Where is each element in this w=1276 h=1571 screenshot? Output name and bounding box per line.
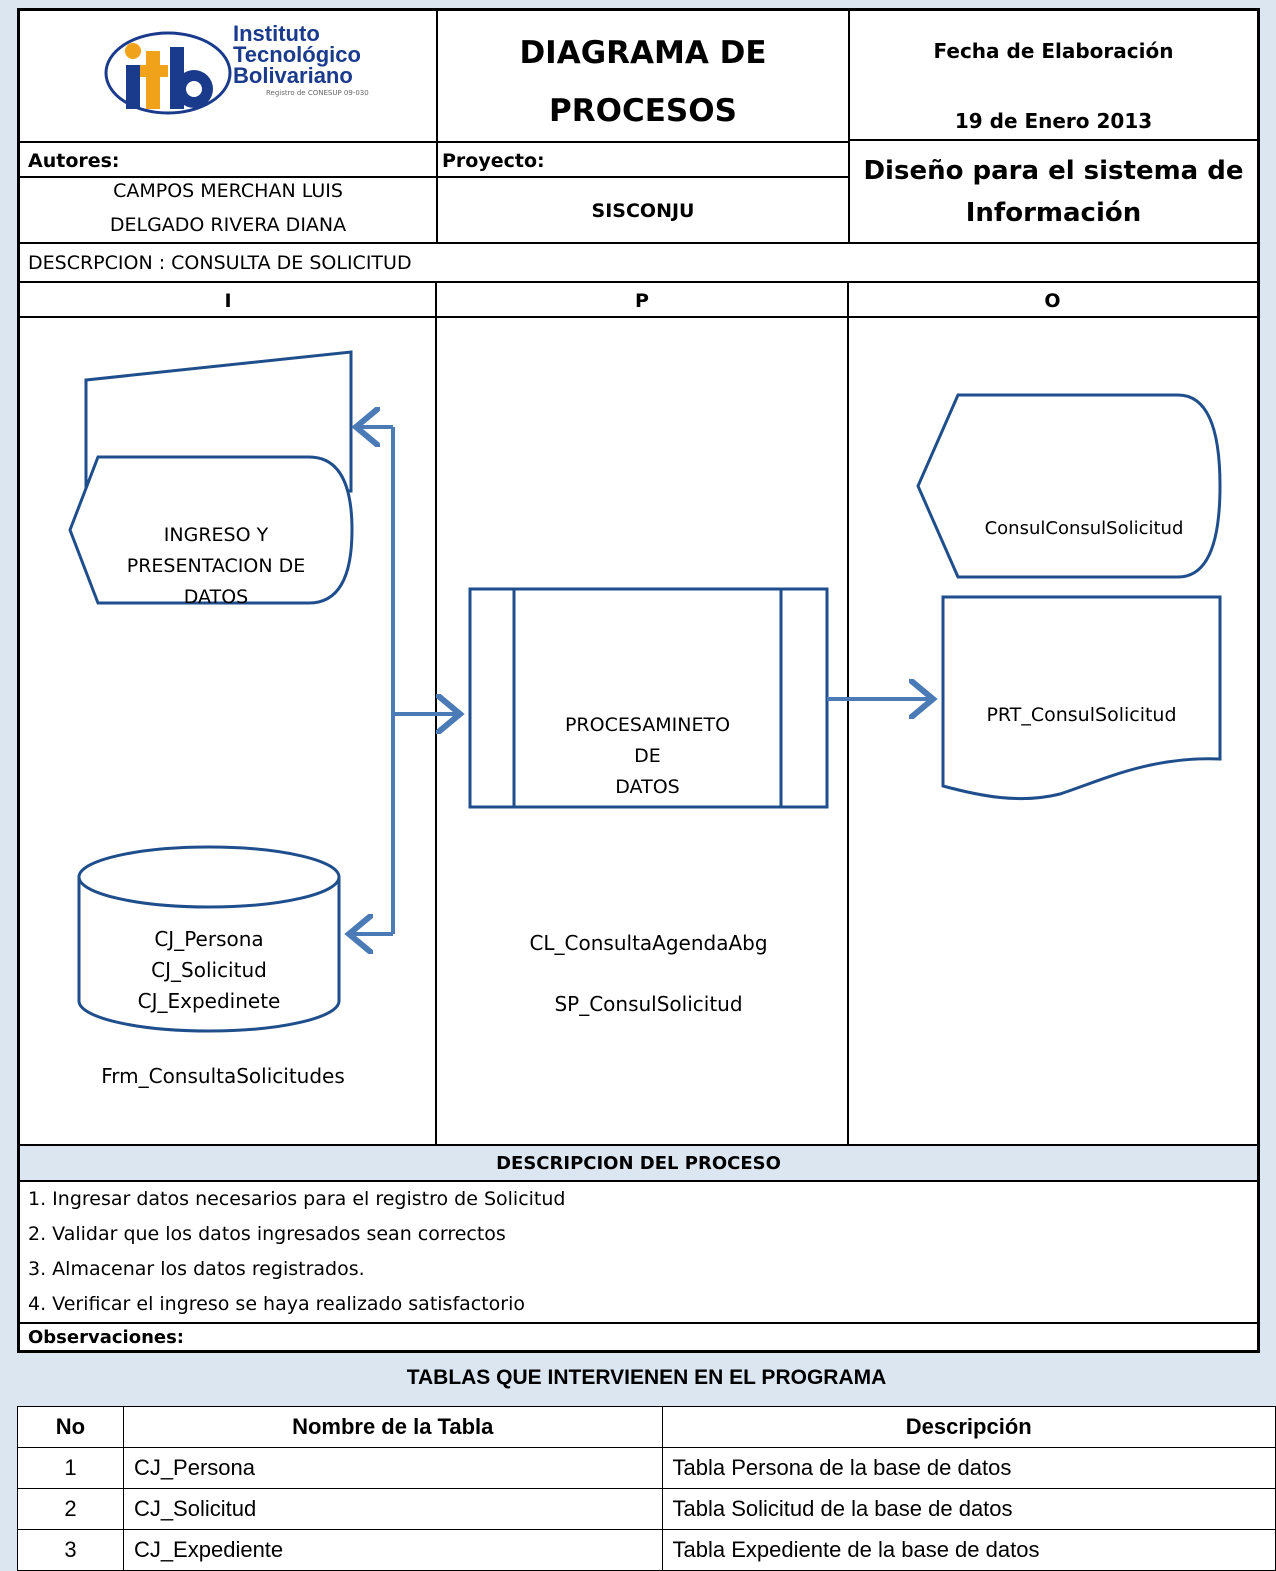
- db-line1: CJ_Persona: [154, 927, 264, 951]
- row-no: 1: [17, 1447, 124, 1489]
- col-p: P: [635, 290, 649, 312]
- row-no: 2: [17, 1488, 124, 1530]
- form-name: Frm_ConsultaSolicitudes: [101, 1064, 345, 1088]
- process-line3: DATOS: [615, 776, 680, 798]
- logo-line3: Bolivariano: [233, 63, 353, 88]
- input-display-line2: PRESENTACION DE: [126, 555, 306, 577]
- fecha-value: 19 de Enero 2013: [954, 109, 1153, 133]
- sistema-line1: Diseño para el sistema de: [863, 156, 1244, 186]
- process-label: PROCESAMINETO DE DATOS: [514, 710, 781, 803]
- database-label: CJ_Persona CJ_Solicitud CJ_Expedinete: [79, 924, 339, 1017]
- proceso-step-1: 1. Ingresar datos necesarios para el reg…: [28, 1188, 566, 1210]
- flow-diagram: [68, 350, 1222, 1033]
- logo-line2: Tecnológico: [233, 42, 361, 67]
- output-display-label: ConsulConsulSolicitud: [984, 518, 1184, 539]
- proceso-title: DESCRIPCION DEL PROCESO: [20, 1144, 1257, 1182]
- autores-cell: Autores: CAMPOS MERCHAN LUIS DELGADO RIV…: [20, 141, 436, 242]
- title-cell: DIAGRAMA DE PROCESOS: [436, 11, 848, 141]
- title-line2: PROCESOS: [549, 93, 737, 129]
- input-display-shape: [68, 455, 354, 605]
- descripcion-row: DESCRPCION : CONSULTA DE SOLICITUD: [20, 242, 1257, 281]
- logo-registro: Registro de CONESUP 09-030: [266, 89, 369, 97]
- process-sheet: Instituto Tecnológico Bolivariano Regist…: [17, 8, 1260, 1353]
- sistema-line2: Información: [965, 198, 1142, 228]
- input-display-label: INGRESO Y PRESENTACION DE DATOS: [86, 520, 346, 613]
- input-display-line1: INGRESO Y: [163, 524, 269, 546]
- row-nombre: CJ_Solicitud: [122, 1488, 663, 1530]
- table-row: 2 CJ_Solicitud Tabla Solicitud de la bas…: [17, 1488, 1276, 1530]
- descripcion-text: DESCRPCION : CONSULTA DE SOLICITUD: [28, 252, 412, 274]
- header-no: No: [17, 1406, 124, 1448]
- table-header-row: No Nombre de la Tabla Descripción: [17, 1406, 1276, 1448]
- column-header-row: I P O: [20, 281, 1257, 318]
- title-line1: DIAGRAMA DE: [519, 35, 767, 71]
- db-line2: CJ_Solicitud: [151, 958, 267, 982]
- output-document-label: PRT_ConsulSolicitud: [986, 704, 1177, 726]
- proyecto-value: SISCONJU: [591, 200, 695, 222]
- table-row: 3 CJ_Expediente Tabla Expediente de la b…: [17, 1529, 1276, 1571]
- autor-1: CAMPOS MERCHAN LUIS: [113, 180, 343, 202]
- proceso-step-4: 4. Verificar el ingreso se haya realizad…: [28, 1293, 526, 1315]
- output-document-shape: [941, 595, 1222, 801]
- observaciones-label: Observaciones:: [28, 1327, 185, 1348]
- itb-logo: [104, 31, 232, 115]
- fecha-label: Fecha de Elaboración: [933, 39, 1174, 63]
- column-divider-2: [847, 281, 849, 1144]
- process-line2: DE: [634, 745, 661, 767]
- sistema-cell: Diseño para el sistema de Información: [848, 141, 1257, 242]
- proceso-step-2: 2. Validar que los datos ingresados sean…: [28, 1223, 506, 1245]
- db-line3: CJ_Expedinete: [137, 989, 281, 1013]
- proyecto-label: Proyecto:: [442, 150, 545, 172]
- observaciones-row: Observaciones:: [20, 1322, 1257, 1350]
- tablas-title: TABLAS QUE INTERVIENEN EN EL PROGRAMA: [406, 1366, 887, 1389]
- row-no: 3: [17, 1529, 124, 1571]
- header-nombre: Nombre de la Tabla: [122, 1406, 663, 1448]
- row-nombre: CJ_Persona: [122, 1447, 663, 1489]
- col-i: I: [224, 290, 232, 312]
- header-descripcion: Descripción: [661, 1406, 1276, 1448]
- autor-2: DELGADO RIVERA DIANA: [109, 214, 347, 236]
- process-box: [468, 587, 829, 809]
- row-descripcion: Tabla Persona de la base de datos: [661, 1447, 1276, 1489]
- row-descripcion: Tabla Expediente de la base de datos: [661, 1529, 1276, 1571]
- database-cylinder: [77, 845, 341, 1033]
- output-display-shape: [916, 393, 1222, 579]
- sp-name: SP_ConsulSolicitud: [554, 992, 743, 1016]
- row-descripcion: Tabla Solicitud de la base de datos: [661, 1488, 1276, 1530]
- fecha-cell: Fecha de Elaboración 19 de Enero 2013: [848, 11, 1257, 141]
- row-nombre: CJ_Expediente: [122, 1529, 663, 1571]
- proyecto-cell: Proyecto: SISCONJU: [436, 141, 848, 242]
- class-name: CL_ConsultaAgendaAbg: [529, 931, 768, 955]
- proceso-step-3: 3. Almacenar los datos registrados.: [28, 1258, 365, 1280]
- logo-line1: Instituto: [233, 21, 320, 46]
- logo-cell: Instituto Tecnológico Bolivariano Regist…: [20, 11, 436, 141]
- tablas-table: No Nombre de la Tabla Descripción 1 CJ_P…: [17, 1406, 1276, 1571]
- autores-label: Autores:: [28, 150, 120, 172]
- table-row: 1 CJ_Persona Tabla Persona de la base de…: [17, 1447, 1276, 1489]
- col-o: O: [1044, 290, 1061, 312]
- process-line1: PROCESAMINETO: [564, 714, 731, 736]
- input-display-line3: DATOS: [183, 586, 249, 608]
